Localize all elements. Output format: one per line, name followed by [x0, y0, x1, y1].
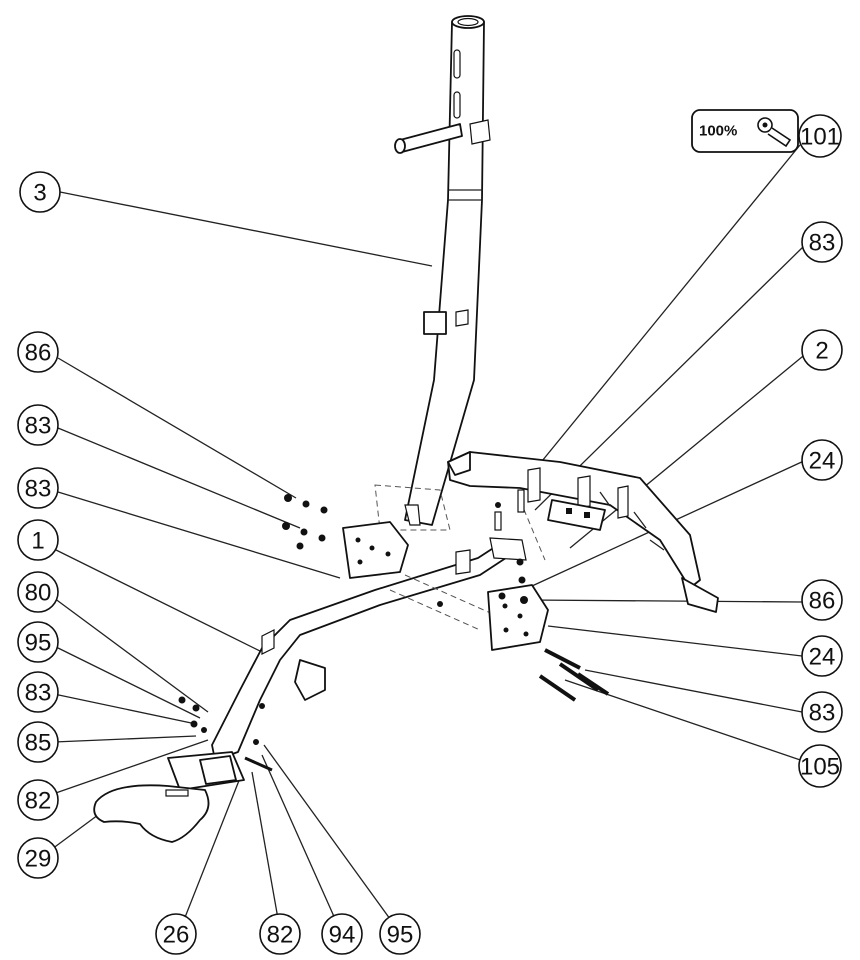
- callout-80: 80: [17, 571, 59, 613]
- callout-3: 3: [19, 171, 61, 213]
- callout-24-a: 24: [801, 439, 843, 481]
- callout-83-c: 83: [17, 467, 59, 509]
- callout-label: 3: [33, 180, 46, 207]
- callout-label: 95: [387, 922, 414, 949]
- callout-2: 2: [801, 329, 843, 371]
- callout-label: 83: [809, 230, 836, 257]
- callout-label: 86: [25, 340, 52, 367]
- callout-label: 95: [25, 630, 52, 657]
- callout-label: 29: [25, 846, 52, 873]
- callout-86-b: 86: [801, 579, 843, 621]
- callout-label: 101: [800, 124, 840, 151]
- wrench-icon: [757, 117, 792, 148]
- right-bracket-plate: [487, 584, 549, 651]
- callout-105: 105: [798, 744, 842, 788]
- callout-label: 1: [31, 528, 44, 555]
- callout-82-b: 82: [259, 913, 301, 955]
- callout-85: 85: [17, 721, 59, 763]
- rear-base-frame: [447, 451, 719, 613]
- callout-86-a: 86: [17, 331, 59, 373]
- callout-label: 82: [267, 922, 294, 949]
- callout-83-d: 83: [17, 671, 59, 713]
- left-bracket-plate: [342, 521, 409, 579]
- leader-lines: [47, 144, 813, 931]
- vertical-post: [394, 15, 491, 526]
- callout-83-a: 83: [801, 221, 843, 263]
- callout-label: 24: [809, 448, 836, 475]
- callout-label: 24: [809, 644, 836, 671]
- foot-bracket: [167, 751, 245, 791]
- callout-label: 94: [329, 922, 356, 949]
- callout-83-b: 83: [17, 404, 59, 446]
- callout-24-b: 24: [801, 635, 843, 677]
- callout-label: 85: [25, 730, 52, 757]
- callout-95-b: 95: [379, 913, 421, 955]
- callout-label: 82: [25, 788, 52, 815]
- foot-plate: [93, 784, 210, 843]
- callout-82-a: 82: [17, 779, 59, 821]
- badge-text: 100%: [699, 123, 737, 140]
- callout-label: 83: [25, 476, 52, 503]
- callout-26: 26: [155, 913, 197, 955]
- callout-label: 86: [809, 588, 836, 615]
- callout-label: 83: [809, 700, 836, 727]
- callout-label: 83: [25, 413, 52, 440]
- tool-badge: 100%: [691, 109, 799, 153]
- callout-94: 94: [321, 913, 363, 955]
- callout-1: 1: [17, 519, 59, 561]
- callout-29: 29: [17, 837, 59, 879]
- fasteners: [178, 489, 610, 772]
- callout-label: 83: [25, 680, 52, 707]
- callout-101: 101: [798, 114, 842, 158]
- callouts: 3 101 83 86 2 83 24 83 1 86 80 24 95 83 …: [17, 114, 843, 955]
- callout-label: 2: [815, 338, 828, 365]
- callout-label: 105: [800, 754, 840, 781]
- callout-label: 26: [163, 922, 190, 949]
- callout-95-a: 95: [17, 621, 59, 663]
- callout-83-e: 83: [801, 691, 843, 733]
- callout-label: 80: [25, 580, 52, 607]
